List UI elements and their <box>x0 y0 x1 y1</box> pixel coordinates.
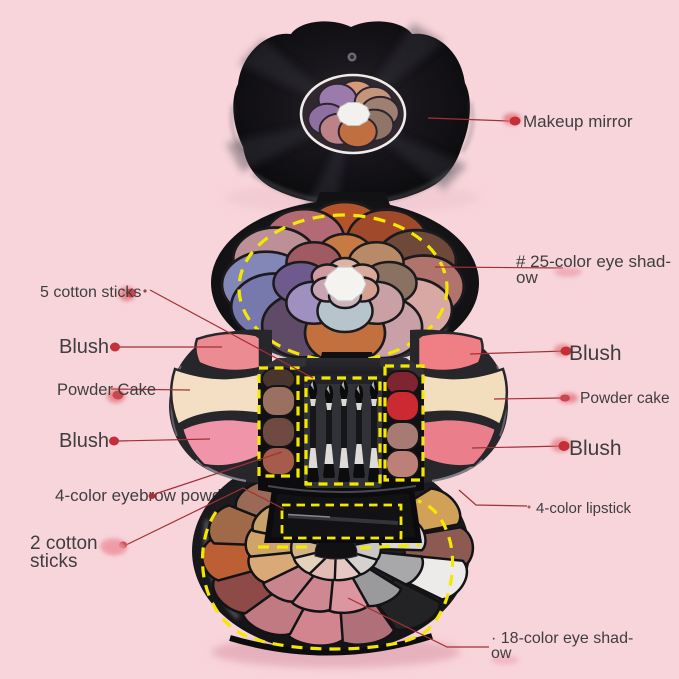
svg-text:Powder cake: Powder cake <box>580 390 670 407</box>
svg-text:Powder Cake: Powder Cake <box>57 381 156 399</box>
svg-text:5 cotton sticks: 5 cotton sticks <box>40 284 141 301</box>
svg-text:Makeup mirror: Makeup mirror <box>523 112 633 131</box>
svg-text:Blush: Blush <box>569 342 622 365</box>
svg-text:Blush: Blush <box>59 336 109 358</box>
svg-text:# 25-color eye shad-: # 25-color eye shad- <box>516 252 671 271</box>
svg-text:sticks: sticks <box>30 551 78 572</box>
svg-text:4-color lipstick: 4-color lipstick <box>536 500 632 517</box>
svg-text:Blush: Blush <box>569 437 622 460</box>
svg-text:2 cotton: 2 cotton <box>30 533 98 554</box>
svg-text:4-color eyebrow powder: 4-color eyebrow powder <box>55 486 237 505</box>
svg-text:· 18-color eye shad-: · 18-color eye shad- <box>491 630 633 647</box>
svg-text:ow: ow <box>516 268 538 287</box>
svg-text:ow: ow <box>491 645 512 662</box>
svg-text:Blush: Blush <box>59 430 109 452</box>
